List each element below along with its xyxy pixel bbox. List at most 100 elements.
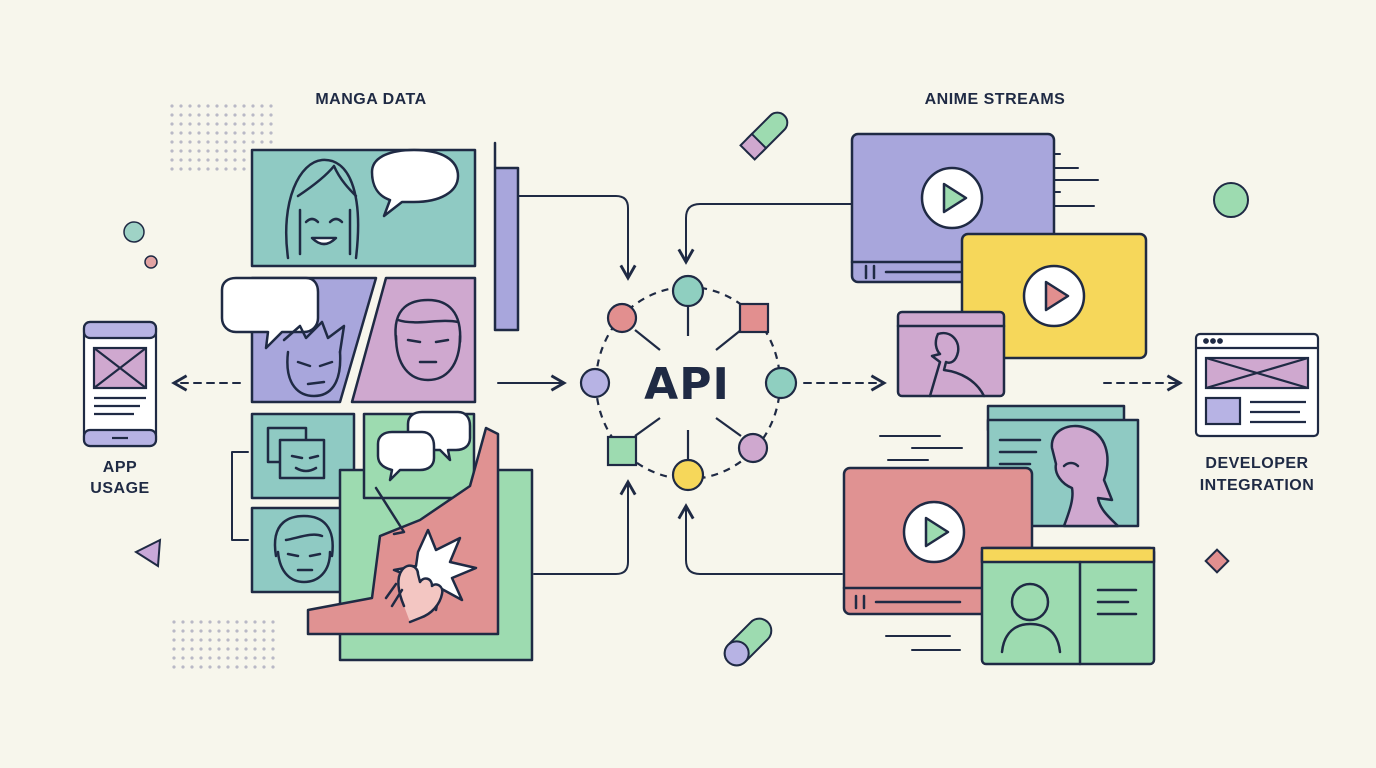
deco-dot: [170, 131, 174, 135]
deco-dot: [197, 104, 201, 108]
deco-dot: [206, 140, 210, 144]
deco-dot: [226, 629, 230, 633]
deco-dot: [181, 629, 185, 633]
deco-dot: [215, 167, 219, 171]
chat-bubbles-icon: [376, 410, 472, 482]
deco-dot: [253, 665, 257, 669]
person-icon: [1000, 582, 1062, 654]
deco-dot: [188, 122, 192, 126]
deco-dot: [190, 647, 194, 651]
deco-dot: [233, 149, 237, 153]
api-node-top-left: [606, 302, 638, 334]
dot-grid-bottom-left: [172, 620, 275, 669]
deco-dot: [188, 140, 192, 144]
deco-dot: [235, 656, 239, 660]
deco-dot: [244, 629, 248, 633]
deco-dot: [206, 113, 210, 117]
deco-dot: [242, 167, 246, 171]
deco-dot: [170, 149, 174, 153]
deco-dot: [251, 113, 255, 117]
deco-dot: [253, 638, 257, 642]
manga-panel-lower-b: [250, 506, 356, 594]
deco-dot: [206, 167, 210, 171]
deco-dot: [215, 122, 219, 126]
deco-dot: [199, 647, 203, 651]
deco-dot: [244, 647, 248, 651]
deco-dot: [271, 629, 275, 633]
deco-dot: [181, 620, 185, 624]
api-node-bottom-right: [737, 432, 769, 464]
deco-dot: [224, 149, 228, 153]
deco-capsule-top: [739, 111, 789, 161]
deco-dot: [253, 656, 257, 660]
deco-dot: [172, 647, 176, 651]
deco-dot: [181, 656, 185, 660]
deco-dot: [242, 158, 246, 162]
deco-dot: [170, 167, 174, 171]
manga-to-api-bottom: [533, 479, 637, 575]
deco-dot: [172, 638, 176, 642]
deco-dot: [206, 104, 210, 108]
play-icon-2: [1022, 264, 1086, 328]
anime-card-green: [980, 546, 1156, 666]
api-node-bottom: [671, 458, 705, 492]
deco-dot: [244, 620, 248, 624]
deco-dot: [242, 104, 246, 108]
deco-dot: [226, 656, 230, 660]
deco-dot: [197, 158, 201, 162]
deco-dot: [242, 140, 246, 144]
deco-dot: [197, 113, 201, 117]
deco-dot: [179, 158, 183, 162]
deco-dot: [188, 158, 192, 162]
deco-dot: [179, 104, 183, 108]
manga-data-label: MANGA DATA: [315, 91, 427, 108]
deco-dot: [217, 638, 221, 642]
deco-dot: [224, 131, 228, 135]
deco-dot: [215, 104, 219, 108]
deco-dot: [271, 665, 275, 669]
deco-dot: [179, 167, 183, 171]
manga-panels: [220, 141, 534, 662]
deco-dot: [197, 149, 201, 153]
stacked-frames-icon: [266, 426, 326, 480]
deco-dot: [235, 629, 239, 633]
manga-bracket: [231, 451, 249, 541]
deco-dot: [208, 638, 212, 642]
deco-dot: [190, 620, 194, 624]
deco-dot: [235, 638, 239, 642]
deco-dot: [206, 131, 210, 135]
api-node-right: [764, 366, 798, 400]
deco-dot: [233, 122, 237, 126]
api-node-bottom-left: [606, 435, 638, 467]
speed-lines-middle: [879, 435, 963, 461]
deco-dot: [190, 629, 194, 633]
impact-burst-icon: [384, 528, 478, 624]
deco-dot: [208, 629, 212, 633]
deco-dot: [197, 131, 201, 135]
deco-dot: [244, 656, 248, 660]
deco-dot: [188, 113, 192, 117]
deco-dot: [235, 620, 239, 624]
deco-dot: [188, 167, 192, 171]
deco-dot: [208, 647, 212, 651]
deco-dot: [215, 113, 219, 117]
deco-dot: [242, 131, 246, 135]
deco-dot: [170, 122, 174, 126]
deco-dot: [262, 629, 266, 633]
api-node-top-right: [738, 302, 770, 334]
deco-dot: [244, 638, 248, 642]
deco-dot: [170, 140, 174, 144]
deco-dot: [244, 665, 248, 669]
connectors: [171, 195, 1183, 575]
deco-dot: [217, 665, 221, 669]
deco-dot: [197, 140, 201, 144]
boy-face-icon-2: [394, 298, 462, 382]
deco-dot: [269, 104, 273, 108]
deco-dot: [208, 620, 212, 624]
deco-dot: [179, 140, 183, 144]
deco-dot: [217, 629, 221, 633]
deco-dot: [170, 158, 174, 162]
deco-triangle: [133, 538, 162, 568]
deco-dot: [172, 629, 176, 633]
